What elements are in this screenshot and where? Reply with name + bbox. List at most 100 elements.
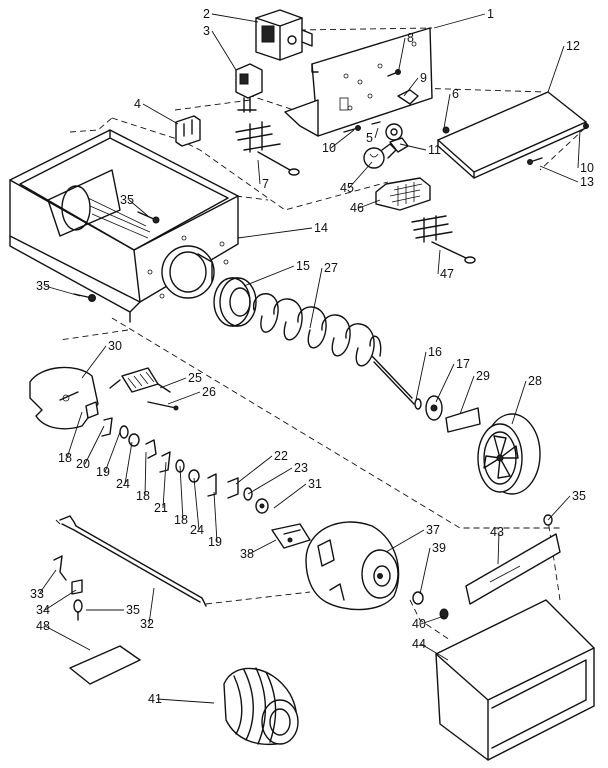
callout-c35d: 35 <box>126 603 140 617</box>
callout-c18a: 18 <box>58 451 72 465</box>
part-46-lamp-cover <box>375 177 431 211</box>
callout-c35c: 35 <box>572 489 586 503</box>
callout-c6: 6 <box>452 87 459 101</box>
callout-c46: 46 <box>350 201 364 215</box>
part-5-lamp-socket <box>385 123 403 141</box>
leader-line-c7 <box>257 159 261 185</box>
callout-c44: 44 <box>412 637 426 651</box>
leader-line-c18a <box>66 411 83 459</box>
callout-c17: 17 <box>456 357 470 371</box>
part-6-screw <box>442 126 450 134</box>
callout-c28: 28 <box>528 374 542 388</box>
leader-line-c14 <box>237 227 313 239</box>
callout-c45: 45 <box>340 181 354 195</box>
callout-c21: 21 <box>154 501 168 515</box>
part-47-wire-harness <box>411 215 476 264</box>
leader-line-c35c <box>547 495 571 521</box>
callout-c13: 13 <box>580 175 594 189</box>
leader-line-c34 <box>44 589 77 611</box>
callout-c40: 40 <box>412 617 426 631</box>
callout-c10a: 10 <box>322 141 336 155</box>
leader-line-c11 <box>399 143 427 151</box>
callout-c31: 31 <box>308 477 322 491</box>
part-17-coupler <box>425 395 443 421</box>
callout-c19a: 19 <box>96 465 110 479</box>
leader-line-c18c <box>179 465 184 521</box>
callout-c24a: 24 <box>116 477 130 491</box>
leader-line-c32 <box>148 587 155 625</box>
callout-c7: 7 <box>262 177 269 191</box>
part-37-motor <box>305 521 400 611</box>
part-44-chute-housing <box>435 599 595 761</box>
leader-line-c3 <box>211 30 237 71</box>
part-29-blade <box>445 407 481 433</box>
callout-c35b: 35 <box>36 279 50 293</box>
leader-line-c33 <box>38 569 57 595</box>
leader-line-c28 <box>511 380 527 425</box>
leader-line-c37 <box>385 529 425 553</box>
leader-line-c24b <box>193 477 200 531</box>
callout-c19b: 19 <box>208 535 222 549</box>
leader-line-c25 <box>159 377 187 389</box>
part-2-switch-block <box>255 9 313 61</box>
callout-c33: 33 <box>30 587 44 601</box>
part-4-bracket <box>175 115 201 147</box>
callout-c15: 15 <box>296 259 310 273</box>
part-12-cover-plate <box>437 91 587 179</box>
leader-line-c15 <box>243 265 295 287</box>
part-28-impeller-wheel <box>477 413 541 495</box>
leader-line-c1 <box>433 13 486 29</box>
part-9-clip <box>397 89 419 105</box>
leader-line-c47 <box>437 249 441 275</box>
leader-line-c12 <box>547 45 565 93</box>
part-40-nut <box>439 608 449 620</box>
part-27-auger-spring <box>253 293 415 405</box>
callout-c18c: 18 <box>174 513 188 527</box>
callout-c16: 16 <box>428 345 442 359</box>
leader-line-c18b <box>144 451 147 497</box>
leader-line-c9 <box>403 77 419 97</box>
callout-c9: 9 <box>420 71 427 85</box>
callout-c48: 48 <box>36 619 50 633</box>
callout-c38: 38 <box>240 547 254 561</box>
leader-line-c38 <box>248 539 277 555</box>
part-35-screws-housing <box>73 211 160 302</box>
callout-c18b: 18 <box>136 489 150 503</box>
assembly-guide-lines <box>55 27 586 641</box>
part-7-wire-harness <box>235 121 300 176</box>
leader-line-c6 <box>443 93 451 129</box>
callout-c39: 39 <box>432 541 446 555</box>
leader-line-c48 <box>44 625 91 651</box>
leader-line-c10a <box>330 129 355 149</box>
leader-line-c20 <box>84 425 105 465</box>
leader-line-c19b <box>213 491 218 543</box>
callout-c26: 26 <box>202 385 216 399</box>
callout-c32: 32 <box>140 617 154 631</box>
callout-c29: 29 <box>476 369 490 383</box>
leader-line-c2 <box>211 13 259 23</box>
leader-line-c31 <box>273 483 307 509</box>
leader-line-c19a <box>104 431 121 473</box>
part-35-screw-lower <box>73 599 83 621</box>
leader-line-c21 <box>162 461 167 509</box>
callout-c37: 37 <box>426 523 440 537</box>
leader-line-c43 <box>497 531 500 565</box>
leader-line-c16 <box>415 351 427 401</box>
part-39-washer <box>412 591 424 605</box>
leader-line-c5 <box>374 127 379 139</box>
leader-line-c44 <box>420 643 449 661</box>
part-41-auger-bearing <box>223 667 299 746</box>
leader-line-c13 <box>539 165 579 183</box>
part-32-actuator-rod <box>59 515 207 607</box>
part-25-gear-assembly <box>109 367 171 393</box>
part-13-screw <box>527 157 543 165</box>
leader-line-c30 <box>81 345 107 379</box>
callout-labels: 1234567891010111213141516171818181919202… <box>30 7 594 706</box>
part-43-bracket-bar <box>465 533 561 605</box>
callout-c3: 3 <box>203 24 210 38</box>
callout-c25: 25 <box>188 371 202 385</box>
callout-c14: 14 <box>314 221 328 235</box>
callout-c30: 30 <box>108 339 122 353</box>
part-10-screws <box>343 121 589 133</box>
